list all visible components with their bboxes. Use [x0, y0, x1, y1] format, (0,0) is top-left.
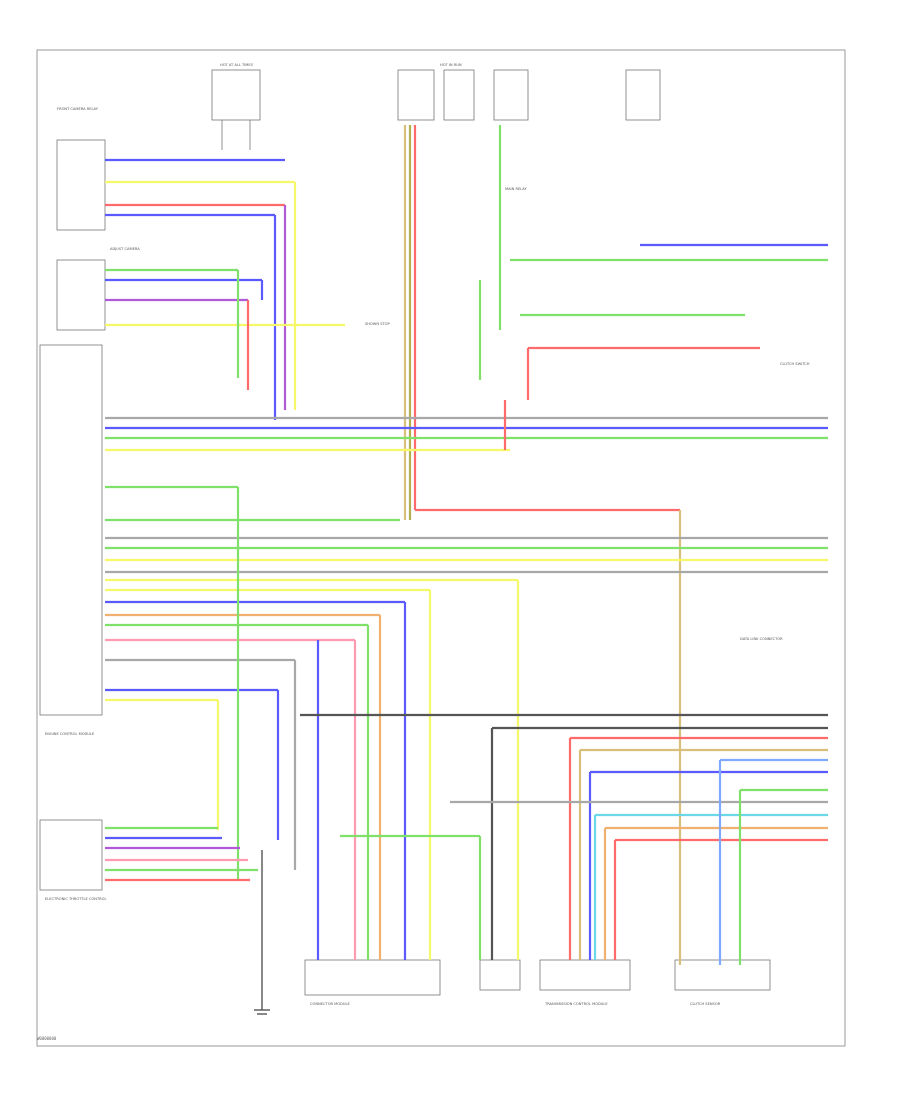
- component-label: CLUTCH SWITCH: [780, 362, 810, 366]
- component-labels: FRONT CAMERA RELAY ADJUST CAMERA SHOWN STO…: [45, 63, 810, 1006]
- module-body: [39, 344, 103, 716]
- component-label: ENGINE CONTROL MODULE: [45, 732, 95, 736]
- fuse-connector: [493, 69, 529, 121]
- module-bodies: [39, 139, 771, 996]
- ground-symbol: [254, 850, 270, 1015]
- module-body: [39, 819, 103, 891]
- wire-group: [105, 125, 828, 965]
- module-body: [479, 959, 521, 991]
- module-body: [304, 959, 441, 996]
- component-label: DATA LINK CONNECTOR: [740, 637, 783, 641]
- fuse-connector: [211, 69, 261, 150]
- component-label: HOT AT ALL TIMES: [220, 63, 254, 67]
- component-label: ADJUST CAMERA: [110, 247, 140, 251]
- fuse-connector: [443, 69, 475, 121]
- component-label: HOT IN RUN: [440, 63, 462, 67]
- component-label: CLUTCH SENSOR: [690, 1002, 721, 1006]
- component-label: ELECTRONIC THROTTLE CONTROL: [45, 897, 107, 901]
- module-body: [539, 959, 631, 991]
- fuse-connectors: [211, 69, 661, 150]
- component-label: SHOWN STOP: [365, 322, 391, 326]
- module-body: [56, 259, 106, 331]
- component-label: TRANSMISSION CONTROL MODULE: [544, 1002, 608, 1006]
- module-body: [674, 959, 771, 991]
- fuse-connector: [397, 69, 435, 121]
- fuse-connector: [625, 69, 661, 121]
- diagram-frame: [36, 49, 846, 1047]
- diagram-code: W0000000: [37, 1036, 57, 1041]
- component-label: CONNECTOR MODULE: [310, 1002, 350, 1006]
- component-label: MAIN RELAY: [505, 187, 527, 191]
- component-label: FRONT CAMERA RELAY: [57, 107, 99, 111]
- module-body: [56, 139, 106, 231]
